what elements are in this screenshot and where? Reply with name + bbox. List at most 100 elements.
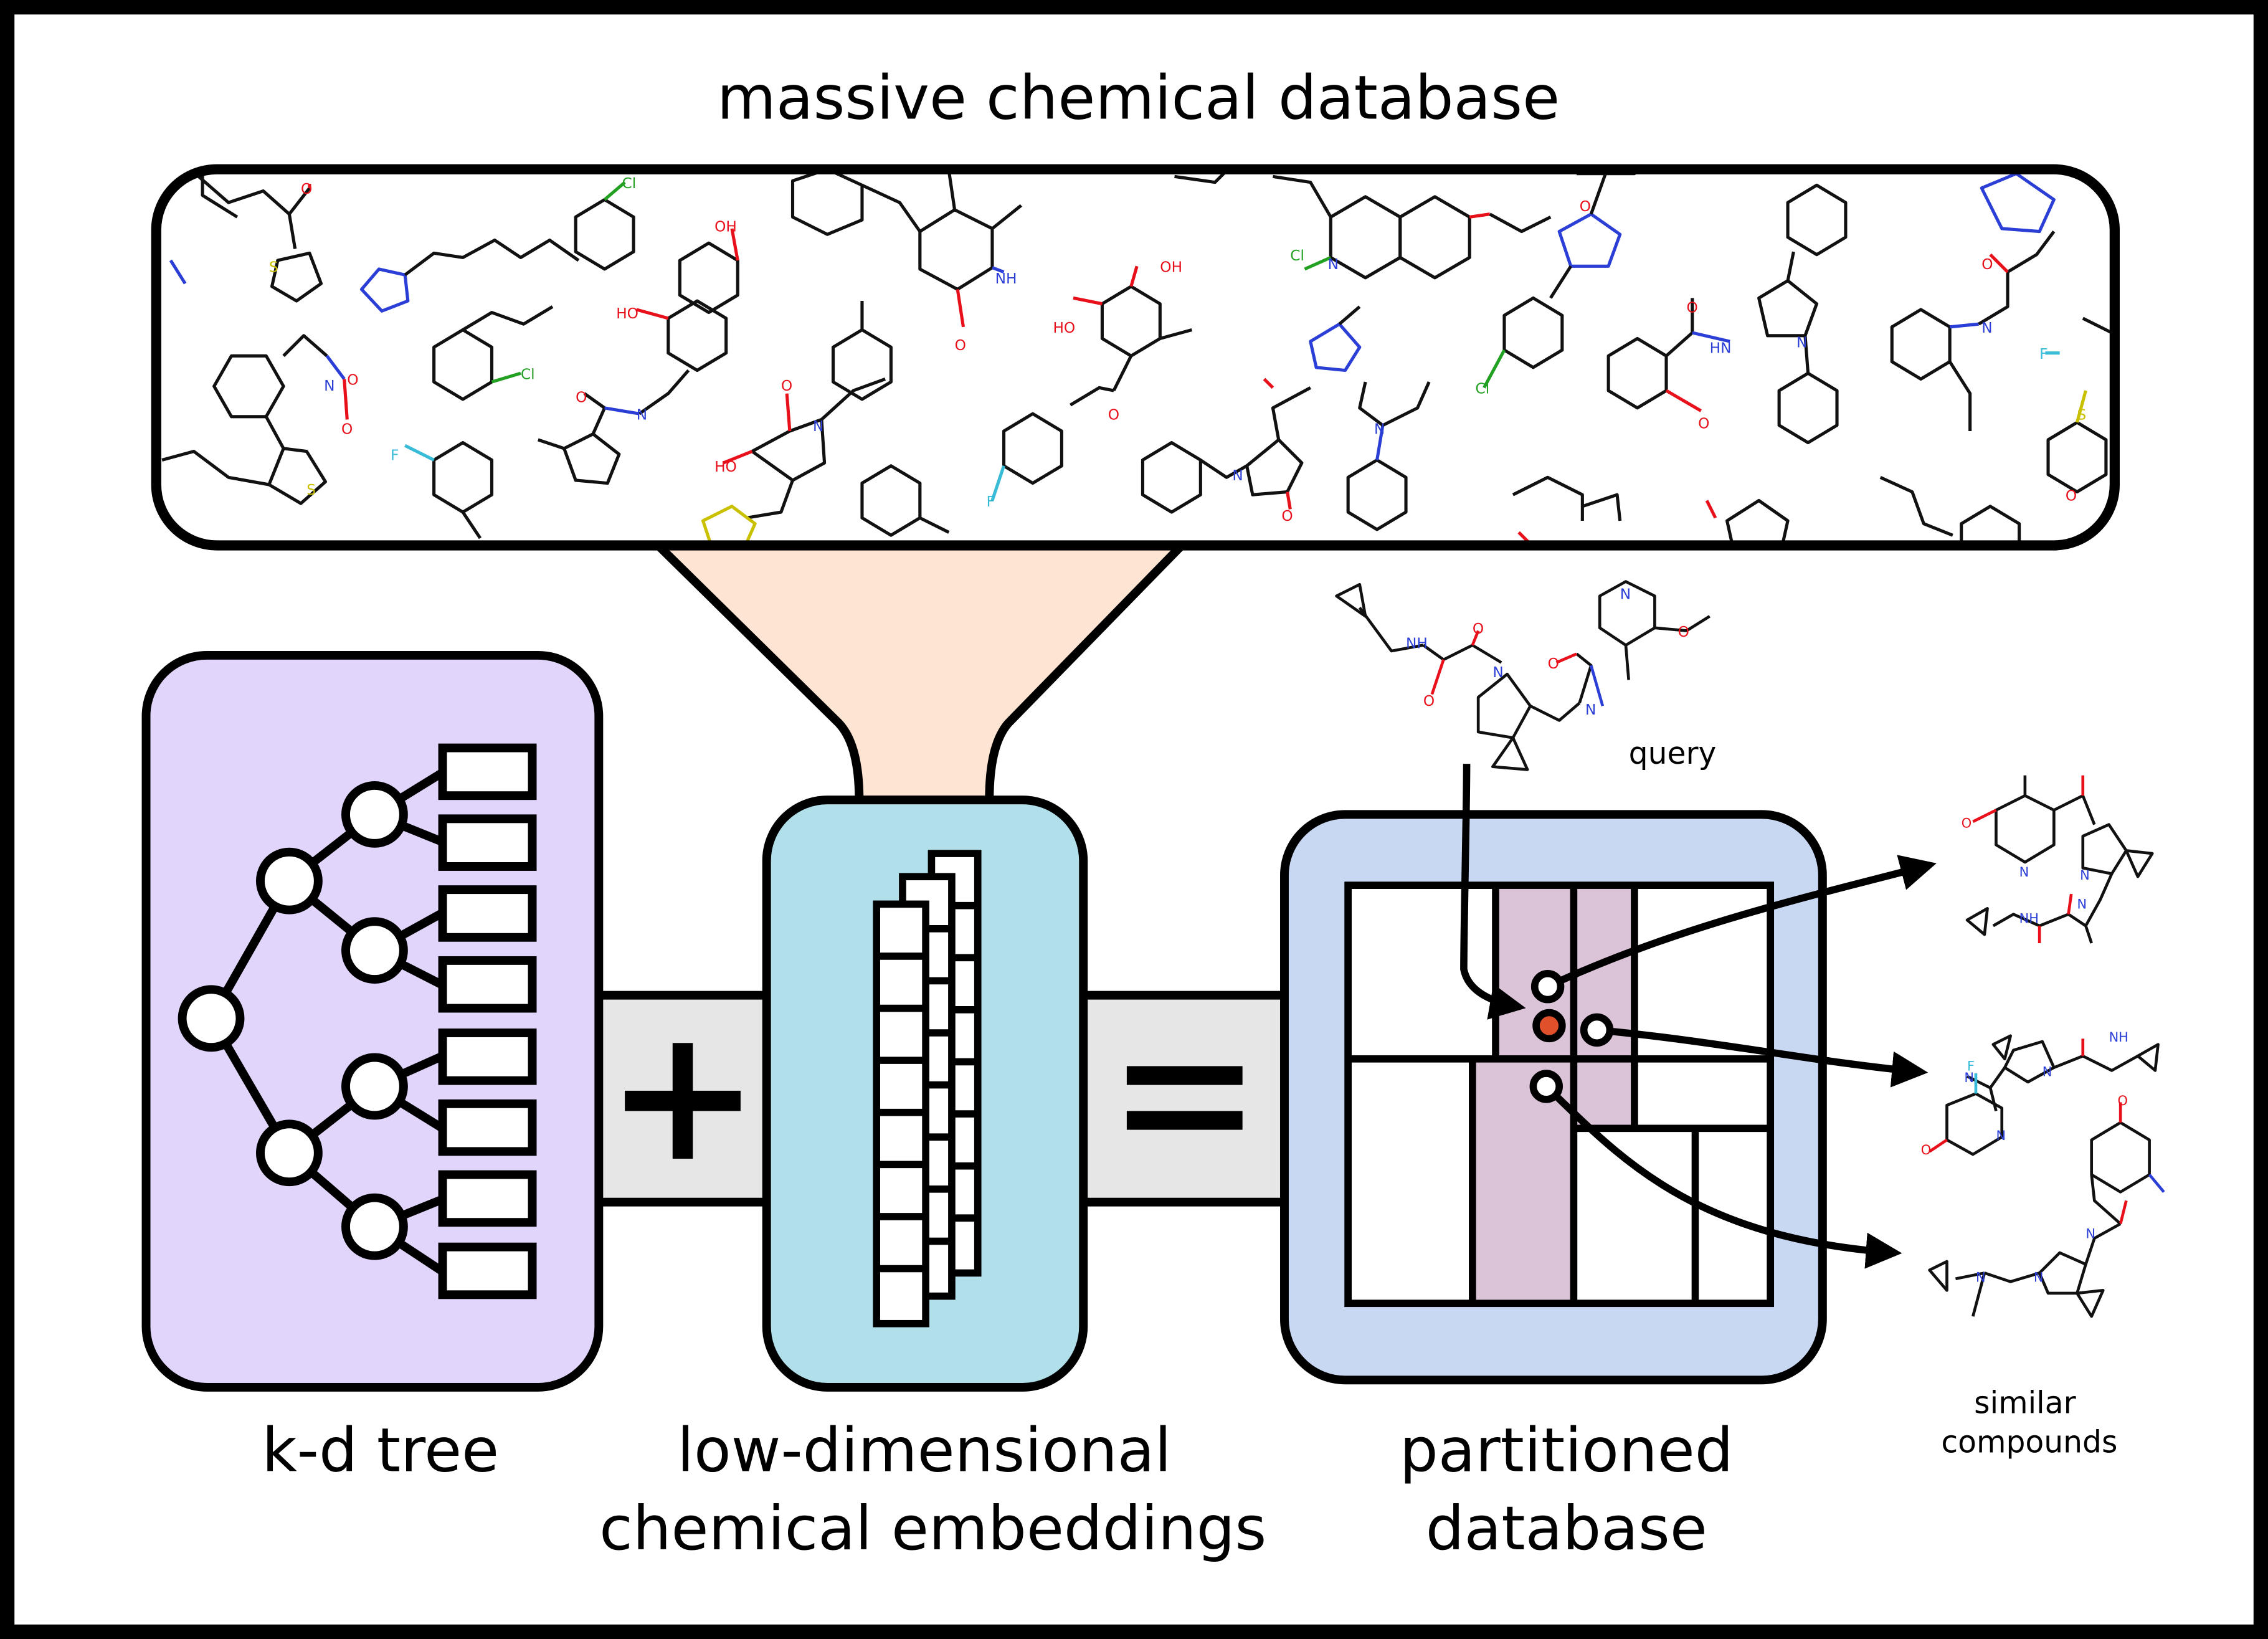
atom-label: OH (1160, 259, 1182, 276)
page-title: massive chemical database (717, 62, 1560, 133)
query-arrow (1460, 764, 1526, 1020)
result-arrow-3 (1545, 1085, 1902, 1269)
atom-label: Cl (622, 175, 636, 192)
molecule (1174, 169, 1552, 280)
tree-node (256, 847, 323, 915)
atom-label: N (1964, 1070, 1974, 1085)
atom-label: HO (714, 458, 737, 475)
atom-label: N (324, 378, 335, 394)
highlighted-partition (1573, 1058, 1635, 1129)
atom-label: N (2043, 1065, 2052, 1080)
tree-node (256, 1119, 323, 1187)
atom-label: HN (1710, 340, 1732, 357)
kd-tree-nodes (178, 781, 408, 1260)
partitioned-label-line2: database (1426, 1493, 1707, 1564)
atom-label: O (2118, 1093, 2128, 1108)
atom-label: N (2019, 865, 2029, 880)
atom-label: N (2080, 868, 2090, 883)
tree-node (178, 985, 245, 1052)
atom-label: O (2066, 487, 2077, 504)
atom-label: N (1996, 1128, 2006, 1143)
atom-label: N (2077, 896, 2087, 911)
atom-label: S (2077, 406, 2086, 423)
atom-label: F (987, 493, 995, 510)
neighbor-point (1530, 969, 1565, 1004)
plus-icon (625, 1043, 741, 1159)
molecule (169, 172, 323, 303)
similar-compounds-label-line2: compounds (1941, 1425, 2117, 1460)
atom-label: Cl (1476, 381, 1490, 397)
atom-label: HO (1053, 320, 1075, 336)
atom-label: N (1585, 701, 1596, 718)
tree-leaf (438, 956, 537, 1013)
molecule (1512, 475, 2021, 546)
tree-node (341, 917, 408, 984)
atom-label: N (1374, 421, 1385, 438)
molecule (161, 169, 349, 505)
query-label: query (1629, 736, 1717, 771)
tree-leaf (438, 1099, 537, 1156)
tree-node (341, 1193, 408, 1260)
atom-label: NH (995, 270, 1017, 287)
atom-label: O (576, 389, 587, 406)
atom-label: N (1328, 256, 1339, 273)
atom-label: O (1962, 815, 1971, 830)
atom-label: F (2039, 346, 2047, 363)
atom-label: S (306, 482, 316, 498)
result-atom-labels: O N N N NH N NH F N N O N N N O (1921, 815, 2128, 1285)
molecule (1346, 381, 1431, 531)
tree-leaf (438, 885, 537, 942)
atom-label: O (1548, 655, 1559, 672)
atom-label: S (269, 259, 278, 276)
kd-tree-label: k-d tree (262, 1415, 499, 1486)
molecule (790, 169, 1022, 328)
atom-labels: O O N S S O F Cl Cl OH HO N O HO O N O N… (269, 175, 2086, 525)
embedding-vector-stack (873, 850, 982, 1328)
query-molecule (1335, 580, 1710, 771)
embeddings-label-line1: low-dimensional (677, 1415, 1172, 1486)
atom-label: N (2085, 1227, 2095, 1242)
tree-leaf (438, 1029, 537, 1085)
tree-leaf (438, 1170, 537, 1227)
similar-compound (1965, 775, 2154, 944)
atom-label: N (637, 406, 647, 423)
similar-compounds-label-line1: similar (1974, 1386, 2076, 1421)
chemical-database-box (151, 164, 2120, 551)
atom-label: O (1698, 415, 1709, 432)
atom-label: O (1423, 693, 1435, 710)
atom-label: N (2034, 1270, 2044, 1285)
molecule (701, 301, 950, 546)
atom-label: N (1981, 320, 1992, 336)
tree-leaf (438, 1242, 537, 1299)
similar-compound (1928, 1102, 2165, 1318)
chemical-database-box-bg (156, 169, 2115, 546)
connector-right (1075, 991, 1295, 1207)
atom-label: O (341, 421, 353, 438)
molecule (1890, 172, 2056, 432)
atom-label: O (955, 337, 966, 354)
atom-label: N (813, 418, 823, 435)
atom-label: F (391, 447, 399, 463)
atom-label: NH (2109, 1030, 2128, 1045)
atom-label: O (301, 181, 312, 197)
atom-label: O (781, 378, 792, 394)
atom-label: N (1976, 1270, 1986, 1285)
atom-label: O (1281, 508, 1293, 525)
atom-label: O (1921, 1143, 1931, 1157)
atom-label: F (1967, 1058, 1975, 1073)
neighbor-point (1580, 1013, 1614, 1047)
atom-label: HO (616, 305, 638, 322)
atom-label: NH (1406, 635, 1428, 652)
atom-label: O (1580, 198, 1591, 215)
atom-label: O (1108, 406, 1119, 423)
molecule (359, 181, 635, 401)
atom-label: N (1620, 586, 1631, 602)
kd-tree-leaves (438, 743, 537, 1299)
tree-node (341, 781, 408, 848)
atom-label: N (1232, 467, 1243, 484)
molecule (1606, 183, 1848, 445)
molecule (404, 441, 494, 539)
result-arrow-1 (1546, 855, 1937, 990)
molecule (538, 228, 739, 485)
